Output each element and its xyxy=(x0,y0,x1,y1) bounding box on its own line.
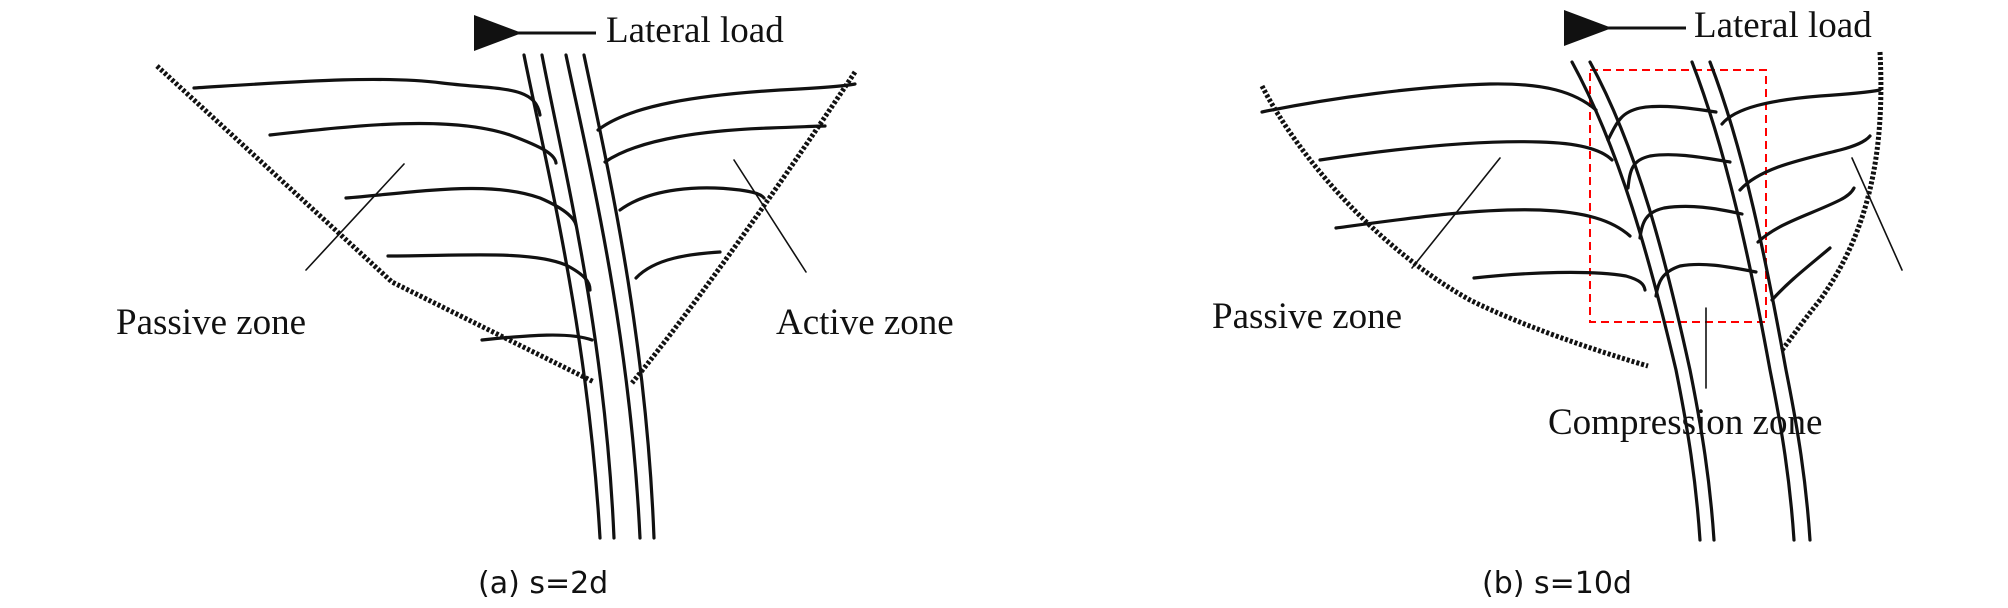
panel-a-load-label: Lateral load xyxy=(606,10,784,51)
panel-b-passive-leader xyxy=(1411,157,1501,269)
panel-a-active-label: Active zone xyxy=(776,302,954,343)
panel-b-passive-layers xyxy=(1260,82,1647,292)
panel-b-pile-left xyxy=(1570,60,1716,542)
panel-b-compression-layers xyxy=(1606,104,1758,298)
panel-a-pile xyxy=(522,53,656,540)
panel-b-caption: (b) s=10d xyxy=(1482,566,1632,601)
panel-b-right-layers xyxy=(1720,88,1882,302)
panel-b-load-label: Lateral load xyxy=(1694,5,1872,46)
panel-a-active-leader xyxy=(733,159,807,273)
panel-b-passive-label: Passive zone xyxy=(1212,296,1402,337)
panel-a-caption: (a) s=2d xyxy=(478,566,608,601)
panel-b-pile-right xyxy=(1690,60,1812,542)
panel-a-active-boundary xyxy=(630,70,858,385)
panel-a-passive-layers xyxy=(192,77,594,342)
panel-a-passive-boundary xyxy=(155,64,596,385)
panel-b: Lateral load xyxy=(1212,5,1903,601)
panel-b-right-leader xyxy=(1851,157,1903,271)
panel-b-passive-boundary xyxy=(1259,84,1649,369)
panel-b-compression-label: Compression zone xyxy=(1548,402,1822,443)
panel-a: Lateral load xyxy=(116,10,954,601)
panel-a-passive-label: Passive zone xyxy=(116,302,306,343)
panel-a-passive-leader xyxy=(305,163,405,271)
panel-b-compression-box xyxy=(1589,69,1767,323)
panel-a-active-layers xyxy=(596,82,857,280)
